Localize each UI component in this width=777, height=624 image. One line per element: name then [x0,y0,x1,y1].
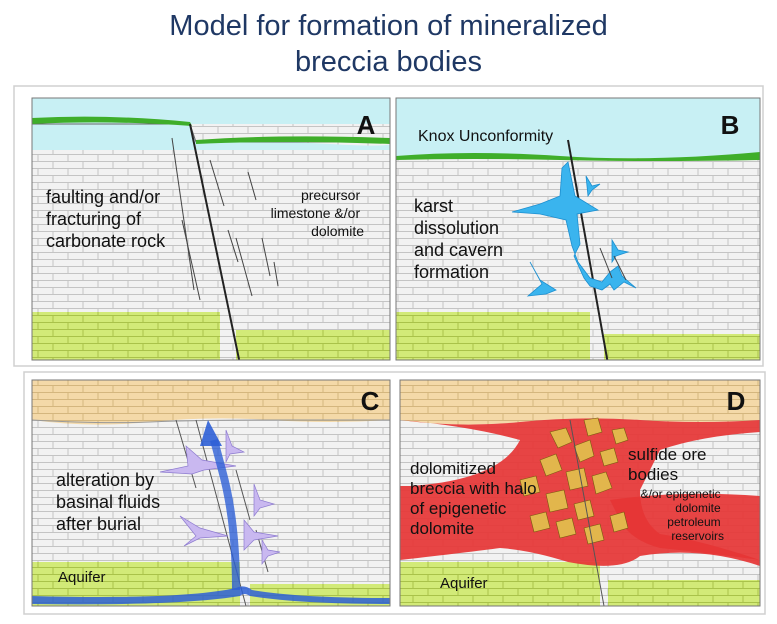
fault-line [567,139,609,360]
panel-d-aquifer-label: Aquifer [440,575,488,592]
panel-c-left-label: alteration by basinal fluids after buria… [56,470,165,534]
panel-c [32,380,390,606]
panel-b-left-label: karst dissolution and cavern formation [414,196,508,282]
knox-unconformity-label: Knox Unconformity [418,128,553,145]
ore-clasts [519,417,629,545]
panel-d [400,380,760,606]
panel-b-letter: B [721,110,740,140]
panel-d-right-label: sulfide ore bodies [628,445,711,484]
title-line-2: breccia bodies [295,46,482,78]
title-line-1: Model for formation of mineralized [169,10,608,42]
panel-c-letter: C [361,386,380,416]
panel-b [396,98,760,360]
fluid-pockets [159,429,281,566]
panel-a-letter: A [357,110,376,140]
panel-d-right-small-label: &/or epigenetic dolomite petroleum reser… [641,487,724,543]
panel-d-letter: D [727,386,746,416]
dolomite-halo [400,418,760,566]
panel-d-left-label: dolomitized breccia with halo of epigene… [410,459,541,538]
panel-c-aquifer-label: Aquifer [58,569,106,586]
aquifer-flow [32,586,390,605]
fluid-arrow [200,420,222,446]
panel-a [32,98,390,360]
panel-a-left-label: faulting and/or fracturing of carbonate … [46,187,166,251]
karst-caverns [511,161,637,297]
diagram-title: Model for formation of mineralized brecc… [0,8,777,80]
fault-line [189,123,241,360]
panel-a-right-label: precursor limestone &/or dolomite [271,187,365,239]
